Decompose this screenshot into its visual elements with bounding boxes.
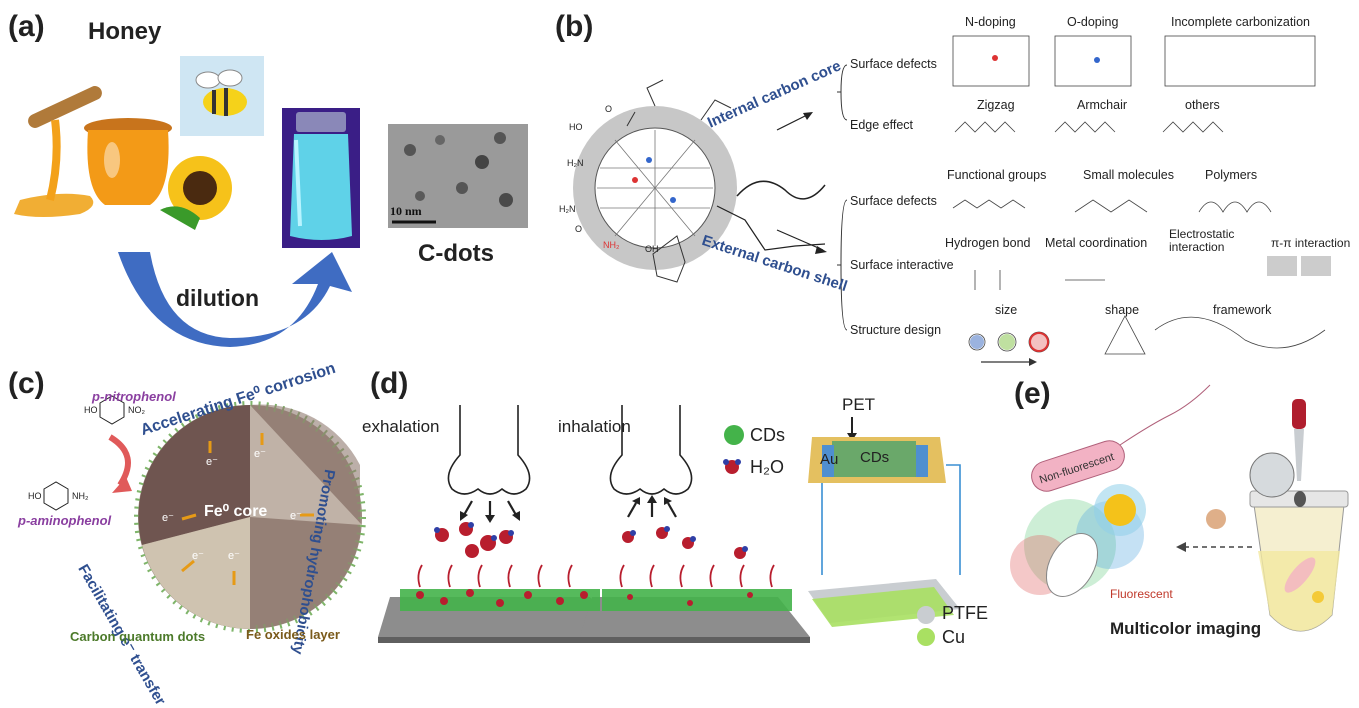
size-label: size: [995, 303, 1018, 317]
legend-cqd: Carbon quantum dots: [70, 629, 206, 644]
breath-sensor-diagram: [378, 405, 961, 646]
polymers-label: Polymers: [1205, 168, 1258, 182]
fe-core-sphere: [43, 395, 366, 633]
cu-label: Cu: [942, 627, 966, 647]
electrostatic-label: Electrostatic interaction: [1169, 227, 1235, 254]
electron-5: e⁻: [192, 550, 204, 562]
pnp-ho: HO: [84, 405, 98, 415]
panel-a: (a) Honey: [0, 0, 540, 360]
cds-legend-icon: [724, 425, 744, 445]
honey-jar-icon: [87, 130, 169, 205]
pap-ho: HO: [28, 491, 42, 501]
dilution-label: dilution: [176, 285, 260, 311]
p-aminophenol-label: p-aminophenol: [18, 513, 112, 528]
fluorescent-cell-icon: [1104, 494, 1136, 526]
p-nitrophenol-label: p-nitrophenol: [92, 389, 176, 404]
exhalation-label: exhalation: [362, 417, 440, 436]
honey-illustration: [14, 56, 528, 347]
dilution-arrow-icon: [118, 252, 352, 347]
armchair-label: Armchair: [1077, 98, 1128, 112]
others-label: others: [1185, 98, 1220, 112]
atom-o: O: [605, 104, 613, 114]
cds-legend-label: CDs: [750, 425, 785, 445]
sunflower-icon: [160, 156, 232, 230]
shell-branch-interactive: Surface interactive: [850, 258, 954, 272]
h2o-legend-label: H₂O: [750, 457, 784, 477]
core-branch-edge: Edge effect: [850, 118, 914, 132]
incomplete-carbonization-label: Incomplete carbonization: [1171, 15, 1310, 29]
inhalation-label: inhalation: [558, 417, 631, 436]
electron-1: e⁻: [206, 456, 218, 468]
pnp-no2: NO₂: [128, 405, 145, 415]
ptfe-legend-icon: [917, 606, 935, 624]
atom-oh: OH: [645, 244, 659, 254]
zigzag-label: Zigzag: [977, 98, 1015, 112]
pap-nh2: NH₂: [72, 491, 89, 501]
panel-b: (b): [545, 0, 1359, 370]
panel-label-e: (e): [1014, 377, 1051, 410]
n-doping-label: N-doping: [965, 15, 1016, 29]
fe-core-label: Fe⁰ core: [204, 503, 268, 520]
electron-4: e⁻: [290, 510, 302, 522]
atom-h2n-2: H₂N: [559, 204, 576, 214]
electron-6: e⁻: [228, 550, 240, 562]
tube-cap-icon: [1249, 452, 1295, 498]
shape-label: shape: [1105, 303, 1140, 317]
panel-label-b: (b): [555, 10, 594, 43]
panel-label-c: (c): [8, 367, 45, 400]
pi-pi-label: π-π interaction: [1271, 236, 1351, 250]
panel-c: (c) p-nitrophenol HO NO₂ HO NH₂ p-aminop…: [0, 360, 366, 708]
hydrogen-bond-label: Hydrogen bond: [945, 236, 1031, 250]
fluorescent-label: Fluorescent: [1110, 587, 1173, 601]
panel-d: (d): [360, 365, 1000, 651]
atom-h2n-1: H₂N: [567, 158, 584, 168]
atom-ho: HO: [569, 122, 583, 132]
size-circle-medium: [999, 334, 1015, 350]
honey-dipper-icon: [28, 86, 102, 128]
dropper-icon: [1292, 399, 1306, 429]
cu-legend-icon: [917, 628, 935, 646]
atom-nh2: NH₂: [603, 240, 620, 250]
device-cds-label: CDs: [860, 449, 890, 466]
shell-branch-surface: Surface defects: [850, 194, 937, 208]
pet-label: PET: [842, 395, 876, 414]
size-circle-large: [1029, 332, 1049, 352]
panel-e: (e) Non-fluorescent Fluorescent Multicol…: [1000, 365, 1359, 651]
panel-label-a: (a): [8, 10, 45, 43]
nose-inhalation-icon: [609, 405, 693, 495]
ptfe-label: PTFE: [942, 603, 989, 623]
au-label: Au: [820, 451, 839, 468]
framework-label: framework: [1213, 303, 1272, 317]
size-circle-small: [970, 335, 984, 349]
o-doping-label: O-doping: [1067, 15, 1119, 29]
tem-scale-label: 10 nm: [390, 204, 422, 218]
legend-fe-oxides: Fe oxides layer: [246, 627, 340, 642]
bacteria-imaging-diagram: [1010, 384, 1349, 632]
honey-title: Honey: [88, 18, 162, 45]
carbon-dot-structure: [573, 35, 1331, 366]
bacterium-icon: [1031, 440, 1125, 492]
uv-vial: [282, 108, 360, 248]
tem-caption: C-dots: [418, 240, 494, 267]
shell-branch-design: Structure design: [850, 323, 942, 337]
functional-groups-label: Functional groups: [947, 168, 1047, 182]
electron-3: e⁻: [162, 512, 174, 524]
atom-o-2: O: [575, 224, 583, 234]
nose-exhalation-icon: [447, 405, 531, 495]
small-molecules-label: Small molecules: [1083, 168, 1175, 182]
electron-2: e⁻: [254, 448, 266, 460]
core-branch-surface: Surface defects: [850, 57, 937, 71]
multicolor-imaging-caption: Multicolor imaging: [1110, 619, 1262, 638]
metal-coordination-label: Metal coordination: [1045, 236, 1148, 250]
panel-label-d: (d): [370, 367, 409, 400]
